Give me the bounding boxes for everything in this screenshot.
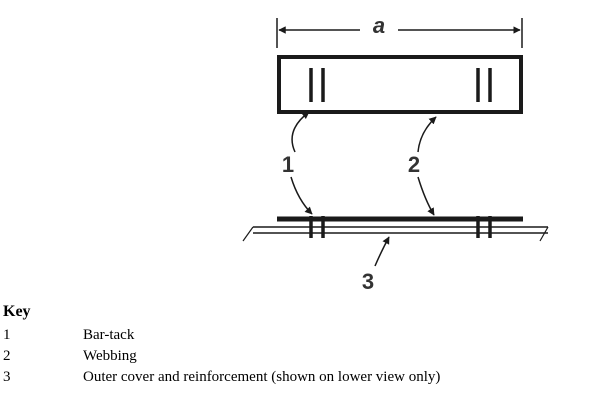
callout-1: 1 bbox=[282, 111, 313, 215]
callout-2: 2 bbox=[408, 116, 437, 216]
bar-tack-left bbox=[309, 68, 325, 102]
key-item-text: Outer cover and reinforcement (shown on … bbox=[83, 369, 441, 385]
dimension-label-a: a bbox=[373, 13, 385, 38]
webbing-diagram: a 1 2 bbox=[242, 13, 549, 294]
webbing-loop bbox=[277, 55, 523, 114]
key-item-number: 2 bbox=[3, 348, 11, 364]
key-item: 3 Outer cover and reinforcement (shown o… bbox=[0, 369, 605, 389]
key-item: 2 Webbing bbox=[0, 348, 605, 368]
callout-label-1: 1 bbox=[282, 152, 294, 177]
key-item-number: 1 bbox=[3, 327, 11, 343]
callout-label-3: 3 bbox=[362, 269, 374, 294]
key-item-text: Bar-tack bbox=[83, 327, 135, 343]
key-item-text: Webbing bbox=[83, 348, 137, 364]
key-title: Key bbox=[3, 303, 31, 320]
bar-tack-right bbox=[476, 68, 492, 102]
bar-tack-lower-right bbox=[476, 216, 492, 238]
lower-view bbox=[242, 216, 549, 242]
dimension-a: a bbox=[276, 13, 523, 48]
callout-3: 3 bbox=[362, 236, 390, 294]
key-item: 1 Bar-tack bbox=[0, 327, 605, 347]
upper-view bbox=[277, 55, 523, 114]
bar-tack-lower-left bbox=[309, 216, 325, 238]
key-item-number: 3 bbox=[3, 369, 11, 385]
callout-label-2: 2 bbox=[408, 152, 420, 177]
